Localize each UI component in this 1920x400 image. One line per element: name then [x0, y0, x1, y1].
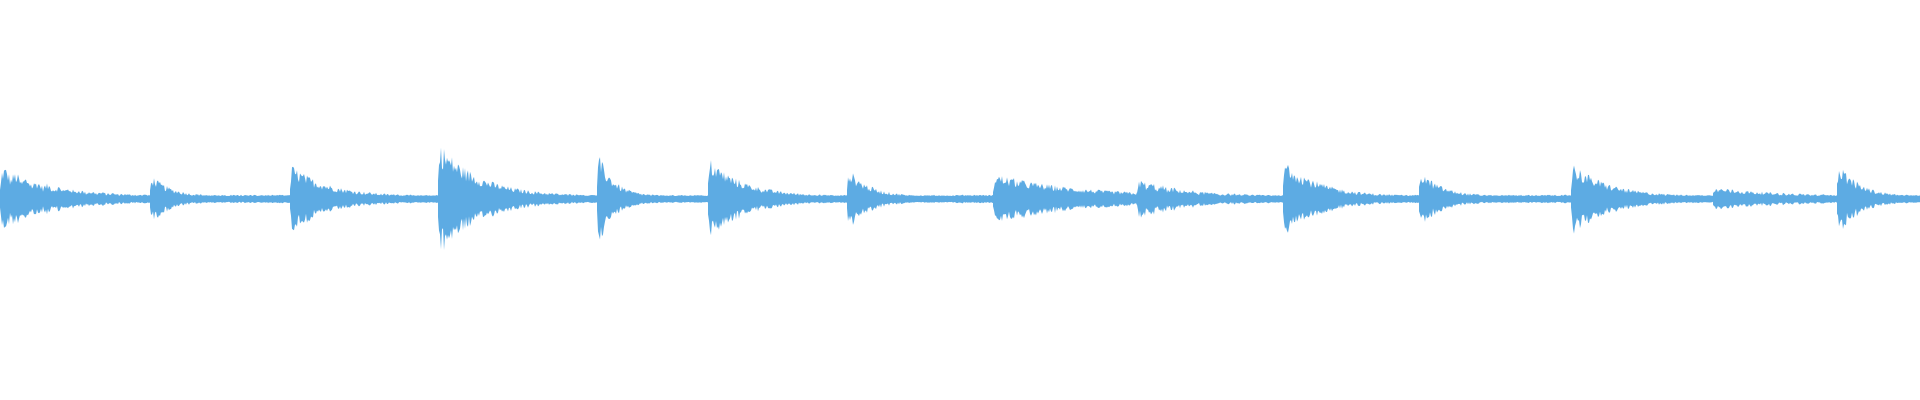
- waveform-segment-6: [708, 160, 847, 236]
- waveform-baseline: [0, 198, 1920, 200]
